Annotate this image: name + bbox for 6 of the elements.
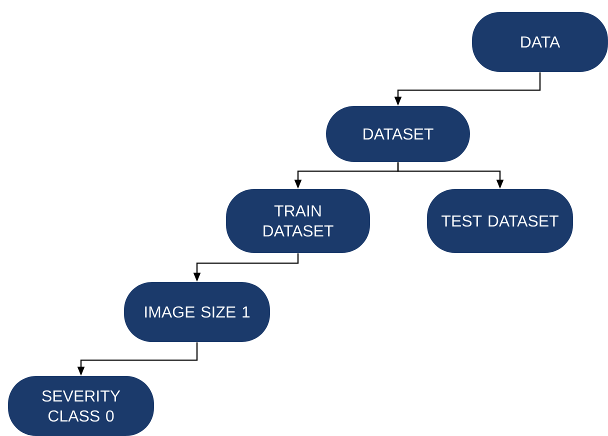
process-pill: DATA: [472, 12, 608, 72]
process-pill: IMAGE SIZE 1: [124, 282, 270, 342]
process-pill: TEST DATASET: [427, 189, 573, 253]
process-pill: SEVERITY CLASS 0: [8, 376, 154, 436]
process-pill: DATASET: [326, 106, 470, 162]
process-pill: TRAIN DATASET: [226, 189, 370, 253]
